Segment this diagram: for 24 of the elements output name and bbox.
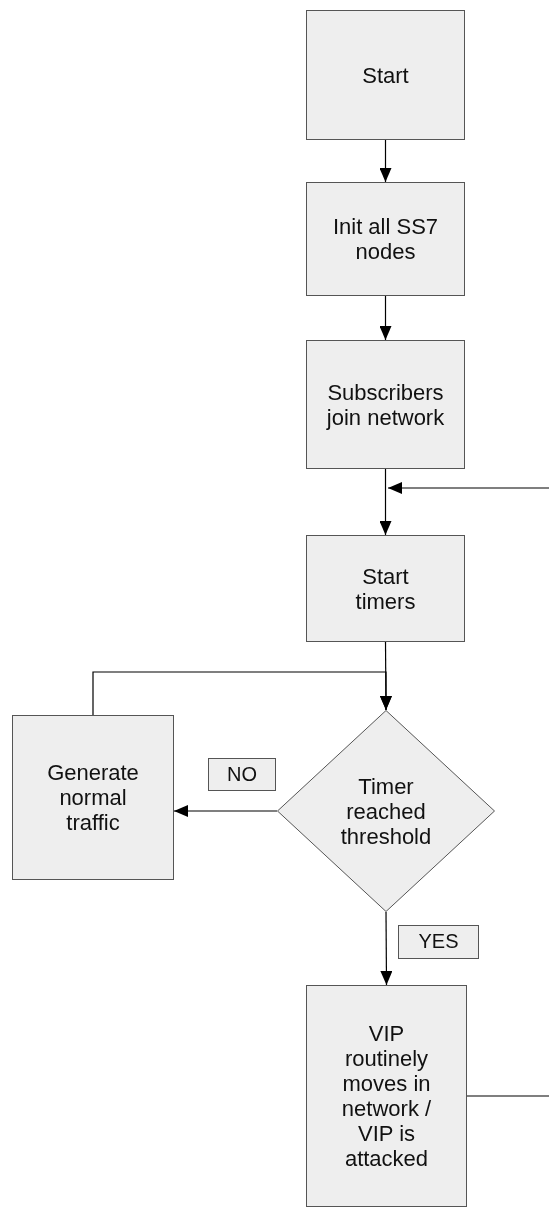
node-label: Subscribers join network bbox=[325, 379, 446, 430]
node-label: Generate normal traffic bbox=[46, 760, 140, 835]
decision-diamond bbox=[277, 710, 495, 912]
process-box bbox=[306, 10, 465, 140]
node-label: Timer reached threshold bbox=[339, 773, 433, 849]
process-box bbox=[306, 182, 465, 296]
process-box bbox=[12, 715, 174, 880]
node-label: Start timers bbox=[354, 563, 417, 614]
edge-label: YES bbox=[398, 925, 479, 959]
arrow bbox=[92, 671, 392, 716]
arrow bbox=[380, 911, 393, 986]
arrow bbox=[379, 295, 392, 341]
process-box bbox=[306, 340, 465, 469]
node-label: VIP routinely moves in network / VIP is attacked bbox=[340, 1021, 433, 1171]
edge-label: NO bbox=[208, 758, 276, 791]
arrow bbox=[379, 139, 392, 183]
arrow bbox=[387, 482, 549, 494]
process-box bbox=[306, 535, 465, 642]
connector-line bbox=[466, 1095, 549, 1097]
process-box bbox=[306, 985, 467, 1207]
node-label: Init all SS7 nodes bbox=[331, 214, 440, 264]
arrow bbox=[173, 805, 278, 817]
node-label: Start bbox=[362, 62, 409, 88]
arrow bbox=[379, 468, 392, 536]
